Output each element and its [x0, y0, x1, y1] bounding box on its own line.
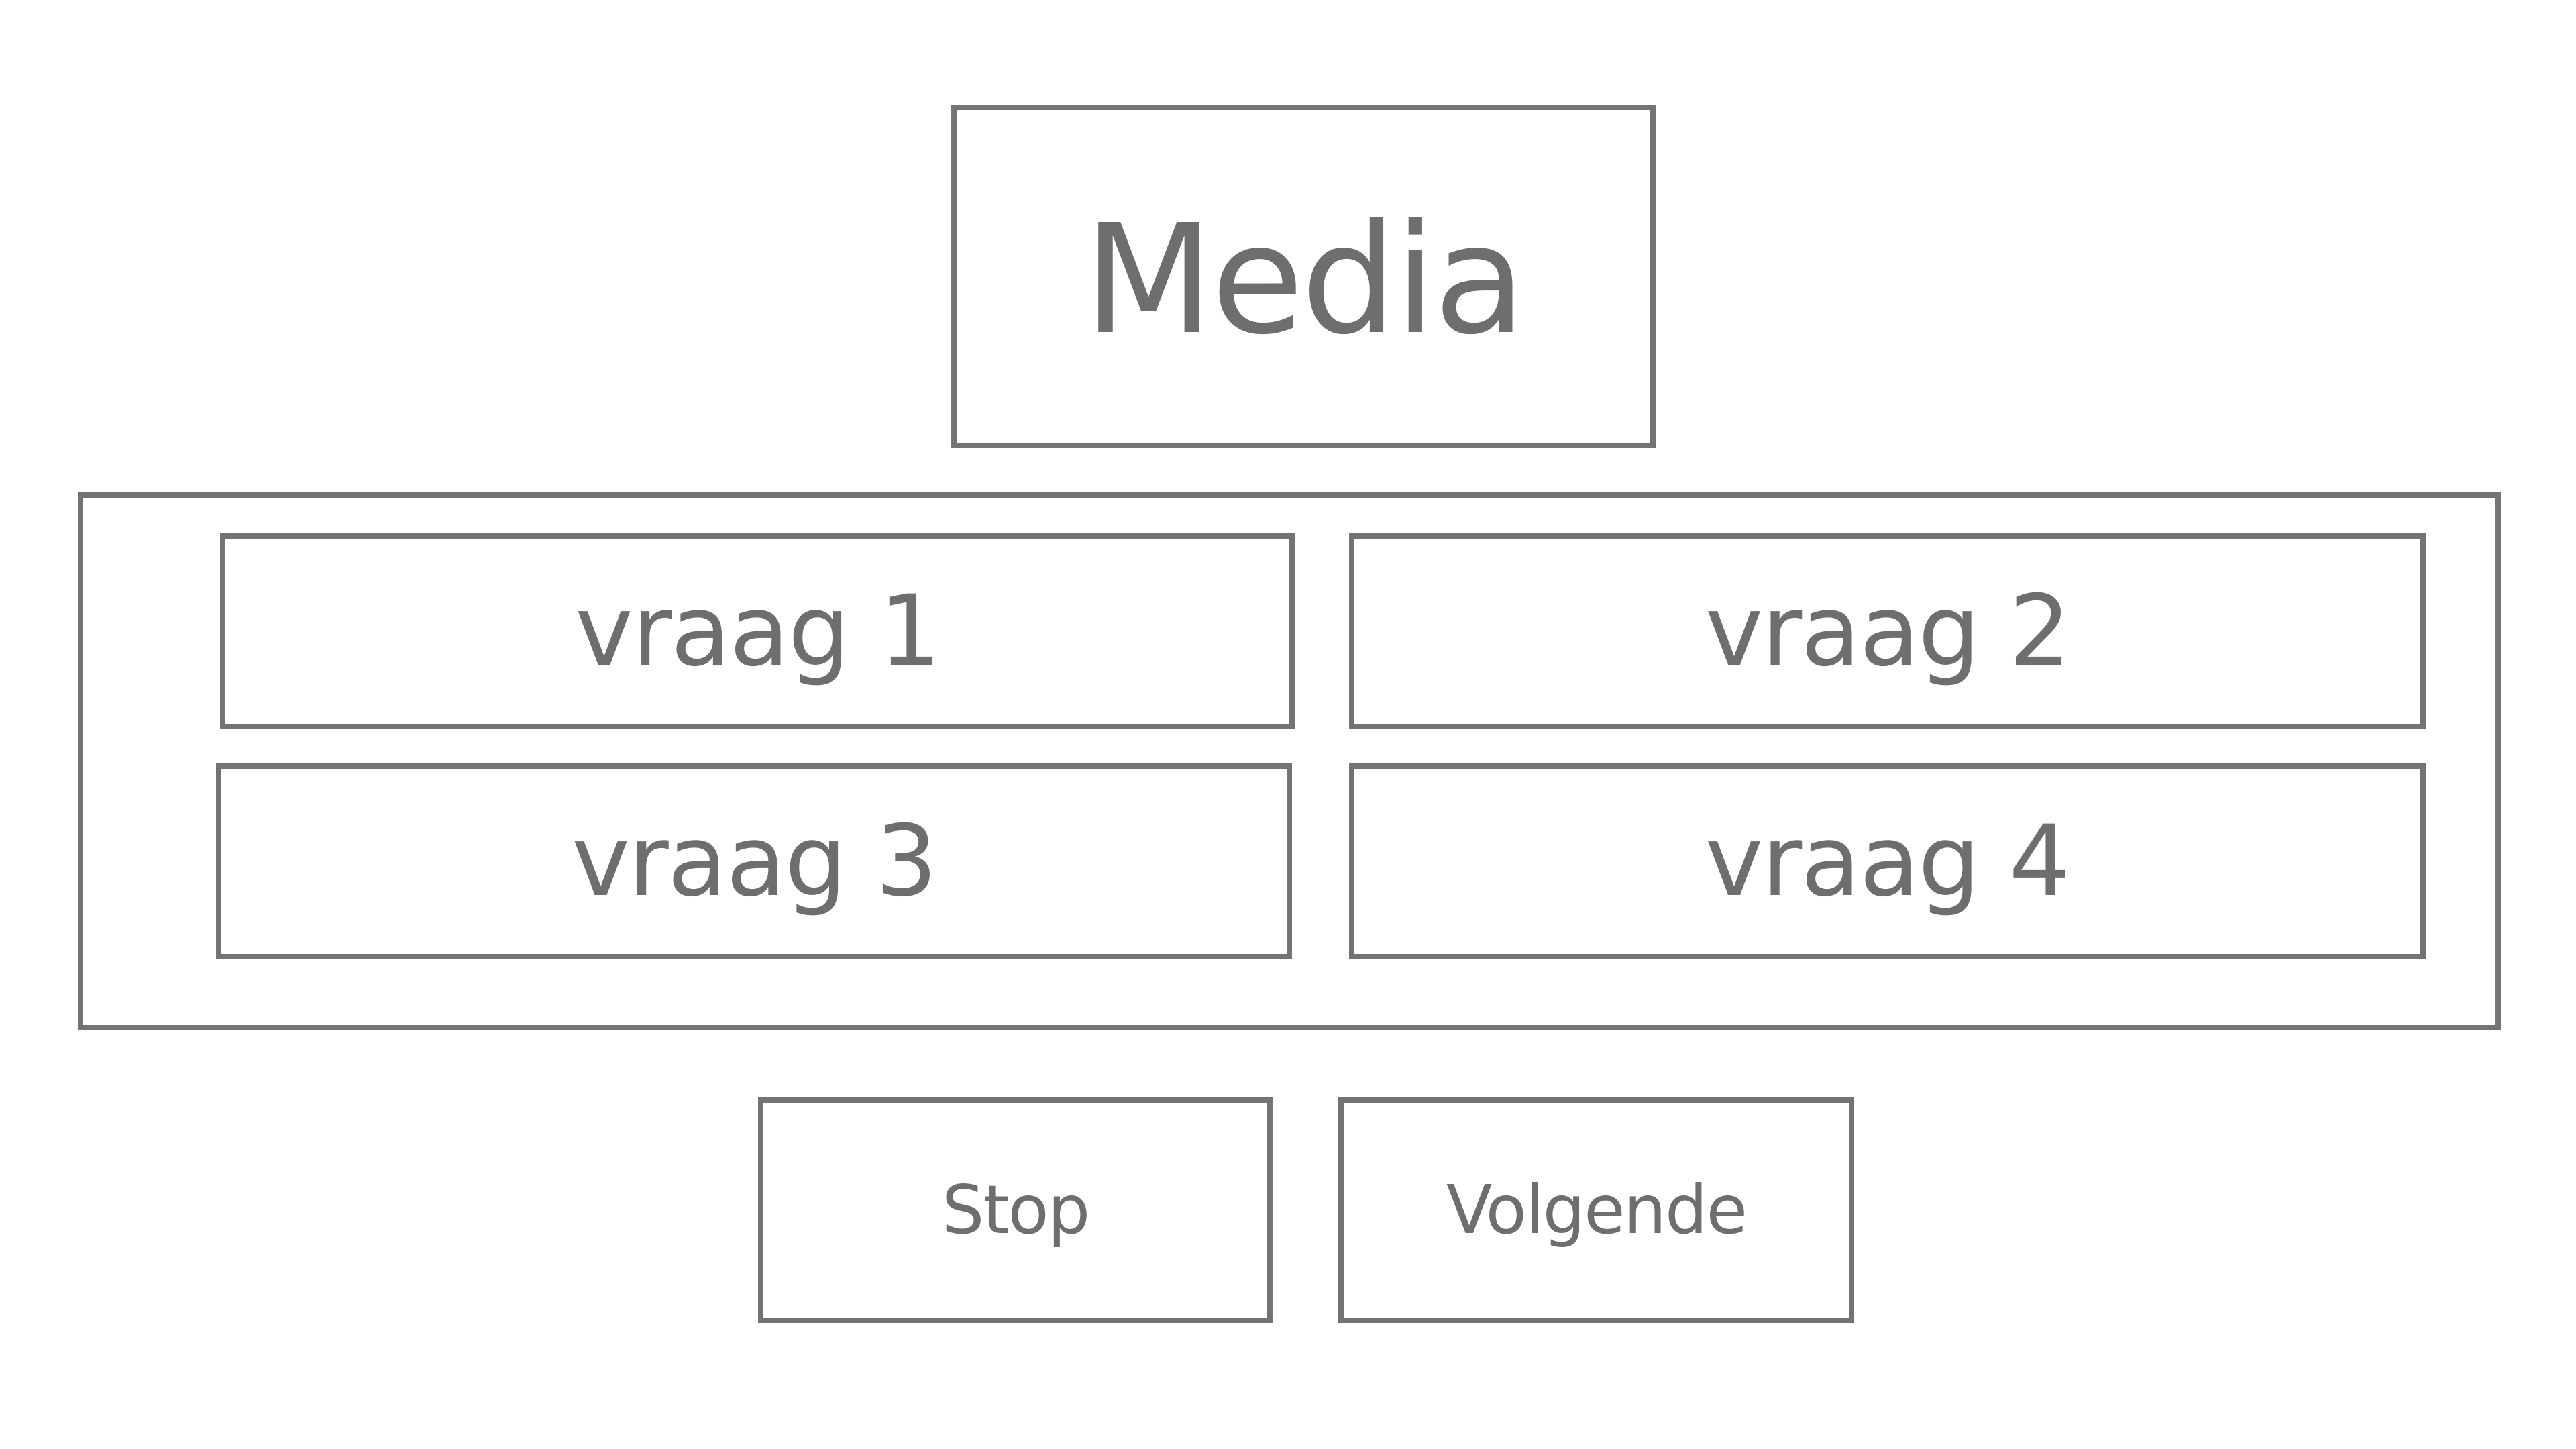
next-button-label: Volgende [1446, 1171, 1748, 1249]
question-option-2-label: vraag 2 [1705, 574, 2071, 688]
stop-button-label: Stop [941, 1171, 1090, 1249]
question-option-1[interactable]: vraag 1 [220, 533, 1295, 729]
question-option-2[interactable]: vraag 2 [1349, 533, 2426, 729]
media-area: Media [951, 105, 1656, 448]
question-option-1-label: vraag 1 [575, 574, 941, 688]
question-option-3[interactable]: vraag 3 [216, 763, 1292, 959]
question-option-4[interactable]: vraag 4 [1349, 763, 2426, 959]
next-button[interactable]: Volgende [1338, 1097, 1854, 1323]
question-option-4-label: vraag 4 [1705, 804, 2071, 918]
question-option-3-label: vraag 3 [572, 804, 937, 918]
media-label: Media [1083, 192, 1526, 368]
stop-button[interactable]: Stop [758, 1097, 1273, 1323]
